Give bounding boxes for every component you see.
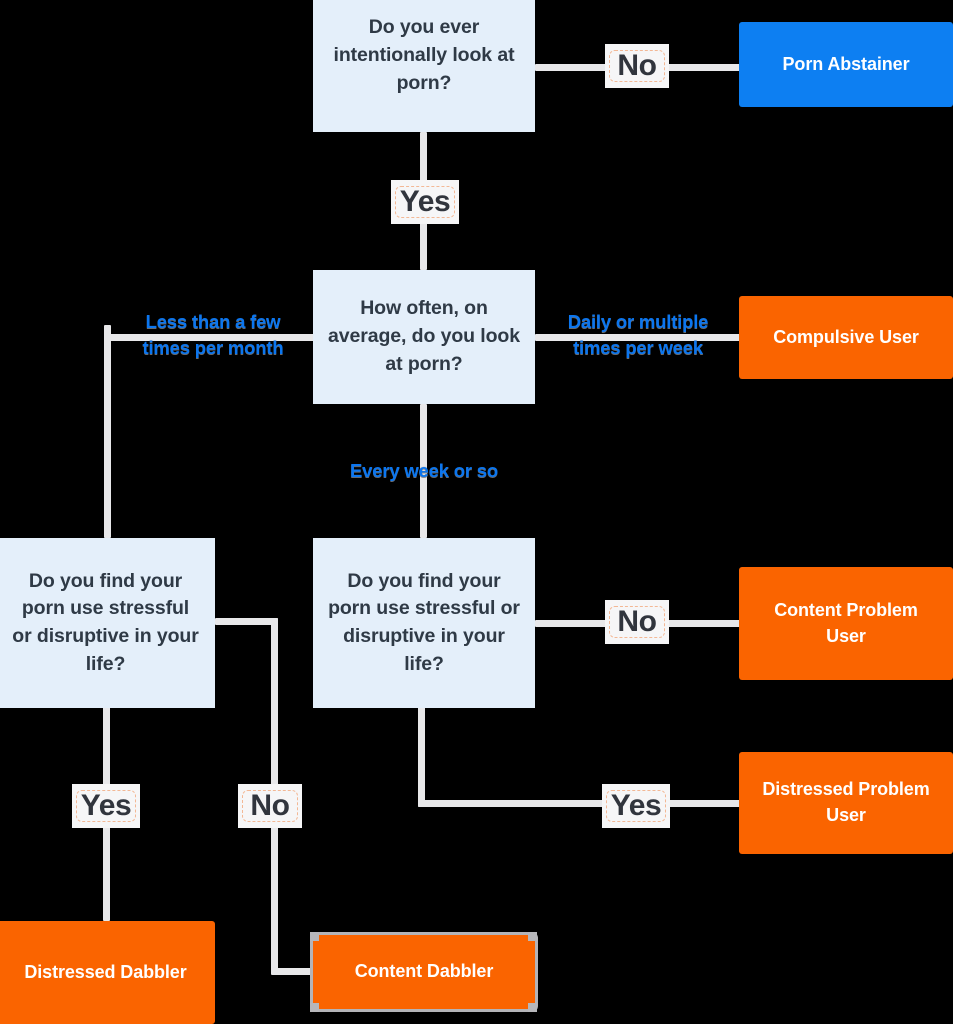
edge-label-q3-left-no-text: No <box>250 789 290 822</box>
edge-label-q1-no[interactable]: No <box>605 44 669 88</box>
edge-q2-left-vertical <box>104 325 111 538</box>
edge-label-q1-yes-text: Yes <box>399 185 451 218</box>
edge-q3r-yes-horizontal <box>418 800 740 807</box>
edge-label-q2-down-text: Every week or so <box>350 459 498 481</box>
edge-label-q2-down[interactable]: Every week or so <box>334 456 514 486</box>
terminal-distressed-problem-user-label: Distressed Problem User <box>762 779 930 825</box>
terminal-porn-abstainer-label: Porn Abstainer <box>782 53 910 74</box>
question-node-q3-left[interactable]: Do you find your porn use stressful or d… <box>0 538 215 708</box>
question-node-q3-right[interactable]: Do you find your porn use stressful or d… <box>313 538 535 708</box>
edge-q3l-no-top <box>215 618 278 625</box>
terminal-distressed-dabbler-label: Distressed Dabbler <box>24 961 187 982</box>
edge-q2-down <box>420 404 427 538</box>
terminal-content-problem-user-label: Content Problem User <box>774 599 918 646</box>
terminal-node-compulsive-user[interactable]: Compulsive User <box>739 296 953 379</box>
edge-label-q2-right[interactable]: Daily or multiple times per week <box>548 308 728 362</box>
edge-label-q3-left-yes-text: Yes <box>80 789 132 822</box>
edge-q3r-yes-vertical <box>418 706 425 807</box>
terminal-compulsive-user-label: Compulsive User <box>773 326 919 347</box>
selection-handle-bottom-right[interactable] <box>528 1003 537 1012</box>
question-node-q2[interactable]: How often, on average, do you look at po… <box>313 270 535 404</box>
edge-label-q3-right-no-text: No <box>617 605 657 638</box>
edge-label-q2-right-text: Daily or multiple times per week <box>567 310 709 358</box>
edge-label-q1-yes[interactable]: Yes <box>391 180 459 224</box>
terminal-node-content-problem-user[interactable]: Content Problem User <box>739 567 953 680</box>
edge-label-q3-right-yes[interactable]: Yes <box>602 784 670 828</box>
question-node-q1[interactable]: Do you ever intentionally look at porn? <box>313 0 535 132</box>
terminal-node-distressed-problem-user[interactable]: Distressed Problem User <box>739 752 953 854</box>
edge-label-q3-right-no[interactable]: No <box>605 600 669 644</box>
question-q3-right-label: Do you find your porn use stressful or d… <box>328 569 520 675</box>
terminal-content-dabbler-label: Content Dabbler <box>354 961 494 982</box>
edge-label-q2-left[interactable]: Less than a few times per month <box>123 308 303 362</box>
selection-handle-top-right[interactable] <box>528 932 537 941</box>
selection-handle-bottom-left[interactable] <box>310 1003 319 1012</box>
edge-q2-right <box>535 334 740 341</box>
selection-handle-top-left[interactable] <box>310 932 319 941</box>
question-q3-left-label: Do you find your porn use stressful or d… <box>12 569 199 675</box>
edge-label-q3-right-yes-text: Yes <box>610 789 662 822</box>
question-q2-label: How often, on average, do you look at po… <box>328 297 520 375</box>
edge-q3l-no-bottom <box>271 968 319 975</box>
terminal-node-content-dabbler[interactable]: Content Dabbler <box>310 932 538 1012</box>
terminal-node-porn-abstainer[interactable]: Porn Abstainer <box>739 22 953 107</box>
edge-label-q1-no-text: No <box>617 49 657 82</box>
edge-label-q3-left-yes[interactable]: Yes <box>72 784 140 828</box>
terminal-node-distressed-dabbler[interactable]: Distressed Dabbler <box>0 921 215 1024</box>
edge-label-q2-left-text: Less than a few times per month <box>142 310 284 358</box>
edge-q2-left-horizontal <box>106 334 315 341</box>
edge-label-q3-left-no[interactable]: No <box>238 784 302 828</box>
question-q1-label: Do you ever intentionally look at porn? <box>333 16 515 94</box>
